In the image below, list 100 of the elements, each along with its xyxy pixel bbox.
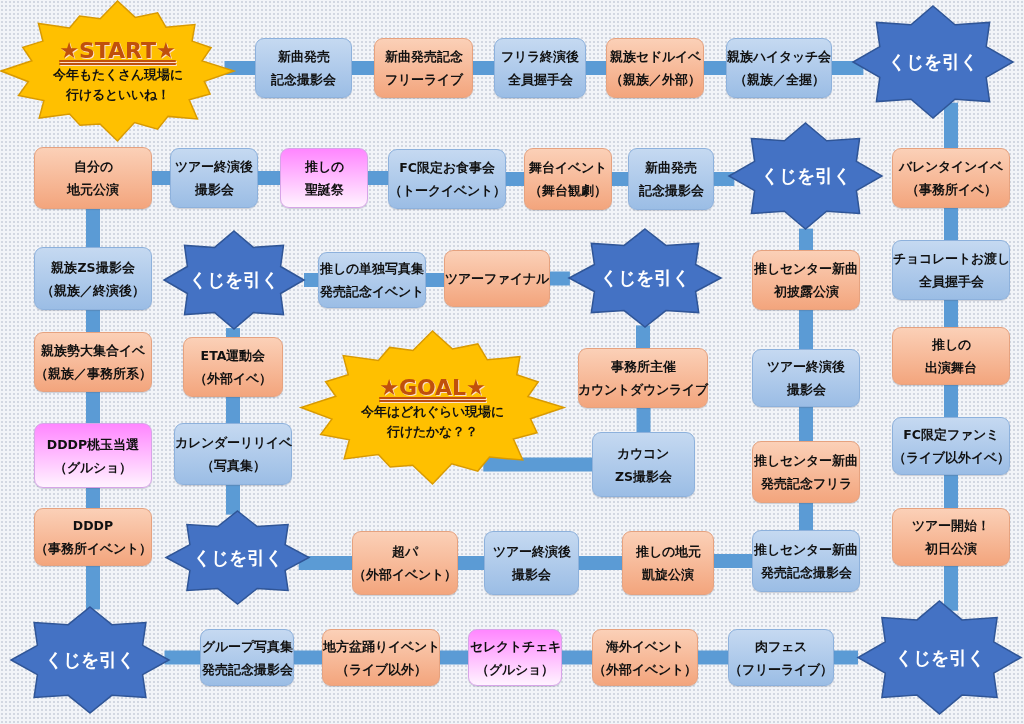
event-card [34,508,152,566]
connector-bar [226,485,240,515]
event-card [752,349,860,407]
event-card [255,38,352,98]
event-card [524,148,612,210]
event-card [34,247,152,310]
event-card [892,327,1010,385]
event-title: ツアー終演後撮影会 [175,158,253,199]
connector-bar [440,650,468,665]
connector-bar [152,171,170,185]
event-card [592,629,698,686]
star-space [728,122,883,230]
connector-bar [86,310,100,332]
event-card [174,423,292,485]
event-note: （グルショ） [476,660,554,679]
connector-bar [226,397,240,423]
event-title: チョコレートお渡し全員握手会 [892,250,1010,291]
connector-bar [458,556,484,570]
event-title: FC限定お食事会 [399,159,495,177]
connector-bar [944,300,958,327]
star-space [857,600,1022,715]
event-note: （ライブ以外） [335,660,427,679]
event-title: 親族ハイタッチ会 [727,48,831,66]
event-card [352,531,458,595]
event-title: ツアー終演後撮影会 [492,543,571,584]
event-card [34,332,152,392]
connector-bar [473,61,494,75]
space-label: くじを引く [760,165,851,187]
event-card [34,147,152,209]
event-card [892,148,1010,208]
event-note: （舞台観劇） [529,182,607,200]
connector-bar [562,650,592,665]
event-card [726,38,832,98]
event-card [622,531,714,595]
connector-bar [304,273,318,287]
event-card [468,629,562,686]
event-title: 海外イベント [606,637,684,656]
event-note: （フリーライブ） [729,660,833,679]
connector-bar [944,566,958,611]
goal-burst [300,330,565,485]
connector-bar [612,172,628,186]
event-title: セレクトチェキ [469,637,561,656]
connector-bar [86,566,100,610]
event-title: グループ写真集発売記念撮影会 [201,637,293,679]
event-note: （親族／外部） [609,71,701,89]
space-label: くじを引く [888,51,978,73]
event-card [170,148,258,208]
event-title: 推しセンター新曲発売記念撮影会 [754,541,858,582]
connector-bar [483,457,592,472]
event-card [592,432,695,497]
event-card [892,240,1010,300]
event-note: （事務所イベント） [34,540,152,558]
event-card [578,348,708,408]
event-title: 推しの単独写真集発売記念イベント [320,260,424,301]
event-card [388,149,506,209]
connector-bar [579,556,622,570]
message-text: 今年もたくさん現場に行けるといいね！ [52,66,183,104]
space-label: くじを引く [192,546,283,569]
event-title: ETA運動会 [200,347,266,365]
event-card [280,148,368,208]
connector-bar [506,172,524,186]
event-title: DDDP [72,517,114,535]
connector-bar [426,273,444,287]
event-title: 新曲発売記念撮影会 [271,48,336,89]
start-burst [0,0,235,142]
space-label: くじを引く [45,649,135,671]
connector-bar [834,650,858,665]
star-space [163,230,305,330]
connector-bar [586,61,606,75]
event-title: 推しの聖誕祭 [304,158,344,199]
event-card [200,629,294,686]
connector-bar [298,556,352,570]
connector-bar [164,650,200,665]
connector-bar [226,328,240,337]
connector-bar [832,61,864,75]
event-title: ツアー開始！初日公演 [912,517,990,558]
event-title: カレンダーリリイベ [174,434,292,452]
event-card [628,148,714,210]
event-note: （グルショ） [54,458,132,477]
connector-bar [944,385,958,417]
event-title: 新曲発売記念撮影会 [638,159,704,200]
event-card [892,508,1010,566]
event-title: ツアーファイナル [445,270,549,288]
event-title: 推しの地元凱旋公演 [635,543,701,584]
event-card [34,423,152,488]
event-note: （親族／事務所系） [34,365,152,383]
star-space [568,228,722,328]
event-note: （親族／終演後） [41,281,145,300]
event-card [752,250,860,310]
event-note: （事務所イベ） [905,181,997,199]
event-title: 地方盆踊りイベント [322,637,440,656]
connector-bar [636,408,651,432]
star-space [10,606,170,714]
event-title: FC限定ファンミ [903,426,999,444]
connector-bar [258,171,280,185]
event-title: 親族勢大集合イベ [41,342,145,360]
event-note: （外部イベ） [194,370,272,388]
connector-bar [714,554,752,568]
event-card [606,38,704,98]
space-label: くじを引く [894,646,985,669]
